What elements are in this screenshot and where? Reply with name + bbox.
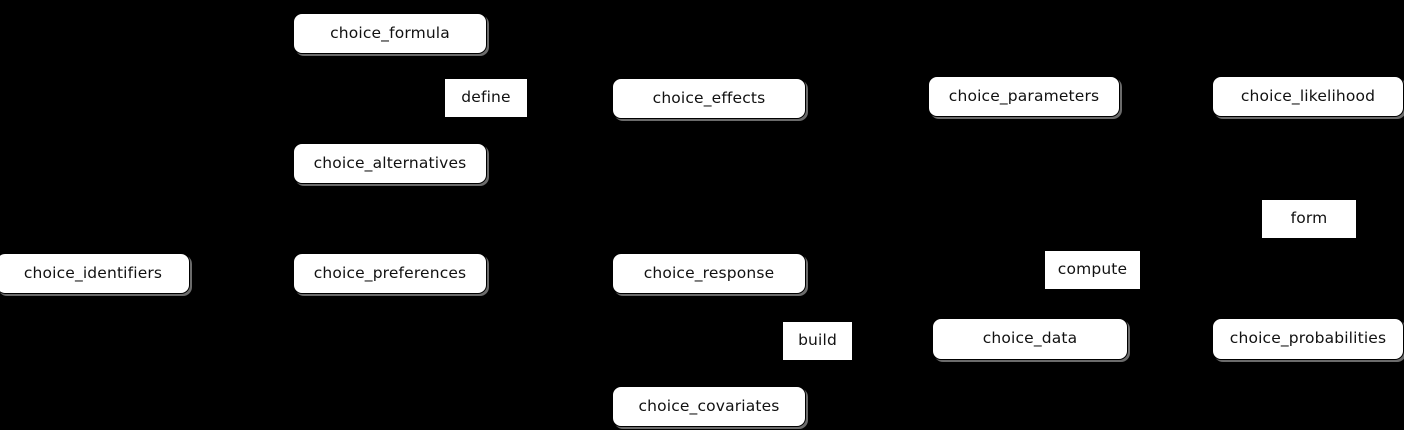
node-label: choice_formula — [330, 23, 450, 42]
node-label: choice_probabilities — [1229, 329, 1387, 348]
node-choice-effects[interactable]: choice_effects — [612, 78, 806, 119]
node-choice-data[interactable]: choice_data — [932, 318, 1128, 360]
node-choice-alternatives[interactable]: choice_alternatives — [293, 143, 487, 184]
node-label: choice_alternatives — [313, 153, 467, 172]
node-label: choice_data — [982, 329, 1078, 348]
node-choice-likelihood[interactable]: choice_likelihood — [1212, 76, 1404, 117]
edge-label-text: compute — [1057, 260, 1128, 279]
edge-label-compute: compute — [1045, 251, 1140, 289]
edge-label-define: define — [445, 79, 527, 117]
node-label: choice_identifiers — [23, 263, 163, 282]
node-label: choice_covariates — [638, 396, 780, 415]
edge-label-text: define — [461, 88, 511, 107]
node-label: choice_likelihood — [1240, 86, 1376, 105]
node-choice-identifiers[interactable]: choice_identifiers — [0, 253, 190, 294]
node-choice-response[interactable]: choice_response — [612, 253, 806, 294]
node-label: choice_response — [643, 263, 775, 282]
edge-label-text: form — [1290, 209, 1328, 228]
node-label: choice_effects — [652, 88, 766, 107]
edge-label-text: build — [798, 331, 837, 350]
node-choice-parameters[interactable]: choice_parameters — [928, 76, 1120, 117]
edge-label-form: form — [1262, 200, 1356, 238]
edge-label-build: build — [783, 322, 852, 360]
edge-choice_parameters-to-choice_data — [1023, 95, 1031, 340]
node-choice-probabilities[interactable]: choice_probabilities — [1212, 318, 1404, 360]
node-label: choice_parameters — [948, 86, 1100, 105]
node-label: choice_preferences — [313, 263, 467, 282]
node-choice-formula[interactable]: choice_formula — [293, 13, 487, 54]
node-choice-preferences[interactable]: choice_preferences — [293, 253, 487, 294]
node-choice-covariates[interactable]: choice_covariates — [612, 386, 806, 427]
